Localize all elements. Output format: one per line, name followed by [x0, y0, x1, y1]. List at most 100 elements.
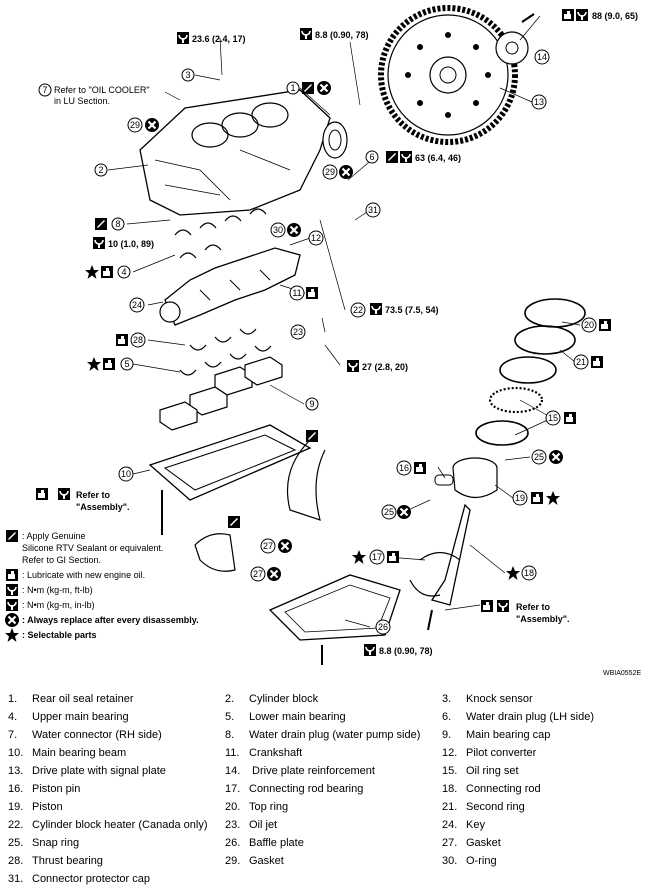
part-item: 3.Knock sensor	[442, 690, 648, 708]
callout-29-right: 29	[325, 167, 335, 177]
part-name: Cylinder block heater (Canada only)	[32, 819, 208, 831]
torque-10-text: 10 (1.0, 89)	[108, 239, 154, 249]
callout-27-lower: 27	[253, 569, 263, 579]
torque-63-text: 63 (6.4, 46)	[415, 153, 461, 163]
torque-callout-10: 10 (1.0, 89)	[92, 236, 154, 250]
main-bearing-caps	[159, 356, 283, 431]
part-name: Connecting rod bearing	[249, 783, 364, 795]
callout-26: 26	[378, 622, 388, 632]
callout-bubbles: 1 2 3 4 5 6 8 9 10 11 12 13 14 15 16 17 …	[85, 49, 611, 635]
part-name: O-ring	[466, 855, 497, 867]
part-number: 19.	[8, 801, 24, 813]
part-item: 27. Gasket	[442, 834, 648, 852]
part-name: Second ring	[466, 801, 525, 813]
callout-15: 15	[548, 413, 558, 423]
legend-row-sealant: : Apply Genuine Silicone RTV Sealant or …	[4, 530, 224, 566]
assembly-note-2-line2: "Assembly".	[516, 614, 570, 624]
legend-torque-inlb-text: : N•m (kg-m, in-lb)	[22, 600, 95, 610]
part-item: 10. Main bearing beam	[8, 744, 225, 762]
legend-oil-text: : Lubricate with new engine oil.	[22, 570, 146, 580]
torque-callout-8-8-bottom: 8.8 (0.90, 78)	[363, 643, 433, 657]
callout-18: 18	[524, 568, 534, 578]
callout-14: 14	[537, 52, 547, 62]
cylinder-block	[139, 89, 331, 216]
torque-callout-8-8-top: 8.8 (0.90, 78)	[299, 27, 369, 41]
part-item: 21. Second ring	[442, 798, 648, 816]
legend-row-torque-ftlb: : N•m (kg-m, ft-lb)	[4, 584, 224, 596]
part-number: 31.	[8, 873, 24, 885]
part-number: 13.	[8, 765, 24, 777]
part-name: Gasket	[466, 837, 501, 849]
part-number: 25.	[8, 837, 24, 849]
part-number: 15.	[442, 765, 458, 777]
piston-rings	[475, 298, 586, 446]
part-item: 26. Baffle plate	[225, 834, 442, 852]
part-item: 31. Connector protector cap	[8, 870, 225, 888]
part-name: Knock sensor	[466, 693, 533, 705]
part-number: 27.	[442, 837, 458, 849]
part-item: 29.Gasket	[225, 852, 442, 870]
part-item: 7.Water connector (RH side)	[8, 726, 225, 744]
callout-1: 1	[290, 83, 295, 93]
torque-8-8-top-text: 8.8 (0.90, 78)	[315, 30, 369, 40]
upper-main-bearings	[174, 208, 267, 259]
legend-row-torque-inlb: : N•m (kg-m, in-lb)	[4, 599, 224, 611]
callout-10: 10	[121, 469, 131, 479]
part-number: 21.	[442, 801, 458, 813]
part-number: 2.	[225, 693, 235, 705]
torque-wrench-small-icon	[4, 599, 20, 611]
part-name: Snap ring	[32, 837, 80, 849]
callout-29-left: 29	[130, 120, 140, 130]
torque-wrench-icon	[4, 584, 20, 596]
part-number: 8.	[225, 729, 235, 741]
callout-27-upper: 27	[263, 541, 273, 551]
part-item: 6.Water drain plug (LH side)	[442, 708, 648, 726]
part-item: 30.O-ring	[442, 852, 648, 870]
torque-8-8-bottom-text: 8.8 (0.90, 78)	[379, 646, 433, 656]
legend-row-replace: : Always replace after every disassembly…	[4, 613, 224, 627]
part-item: 22.Cylinder block heater (Canada only)	[8, 816, 225, 834]
callout-4: 4	[121, 267, 126, 277]
part-number: 26.	[225, 837, 241, 849]
part-item: 4.Upper main bearing	[8, 708, 225, 726]
assembly-note-1-line1: Refer to	[76, 490, 111, 500]
part-name: Rear oil seal retainer	[32, 693, 134, 705]
callout-17: 17	[372, 552, 382, 562]
part-name: Thrust bearing	[32, 855, 103, 867]
part-name: Connecting rod	[466, 783, 541, 795]
part-number: 28.	[8, 855, 24, 867]
drive-plate-reinforcement	[495, 13, 535, 65]
callout-12: 12	[311, 233, 321, 243]
part-item: 24. Key	[442, 816, 648, 834]
part-name: Connector protector cap	[32, 873, 151, 885]
part-number: 18.	[442, 783, 458, 795]
oil-cooler-note: 7 Refer to "OIL COOLER" in LU Section.	[38, 83, 150, 106]
part-name: Main bearing beam	[32, 747, 127, 759]
connecting-rod	[409, 503, 471, 631]
oil-cooler-note-line2: in LU Section.	[54, 96, 110, 106]
replace-icon	[4, 613, 20, 627]
part-item: 9.Main bearing cap	[442, 726, 648, 744]
callout-6: 6	[369, 152, 374, 162]
part-name: Key	[466, 819, 485, 831]
part-number: 10.	[8, 747, 24, 759]
part-name: Pilot converter	[466, 747, 537, 759]
legend-replace-text: : Always replace after every disassembly…	[22, 615, 199, 625]
callout-19: 19	[515, 493, 525, 503]
part-item: 2. Cylinder block	[225, 690, 442, 708]
part-item: 11.Crankshaft	[225, 744, 442, 762]
part-name: Baffle plate	[249, 837, 304, 849]
part-number: 9.	[442, 729, 452, 741]
callout-20: 20	[584, 320, 594, 330]
part-item: 1.Rear oil seal retainer	[8, 690, 225, 708]
callout-8: 8	[115, 219, 120, 229]
legend-row-oil: : Lubricate with new engine oil.	[4, 569, 224, 581]
part-number: 24.	[442, 819, 458, 831]
part-name: Upper main bearing	[32, 711, 129, 723]
callout-30: 30	[273, 225, 283, 235]
part-number: 5.	[225, 711, 235, 723]
torque-27-text: 27 (2.8, 20)	[362, 362, 408, 372]
part-number: 6.	[442, 711, 452, 723]
leader-lines	[107, 15, 581, 628]
part-name: Cylinder block	[249, 693, 319, 705]
